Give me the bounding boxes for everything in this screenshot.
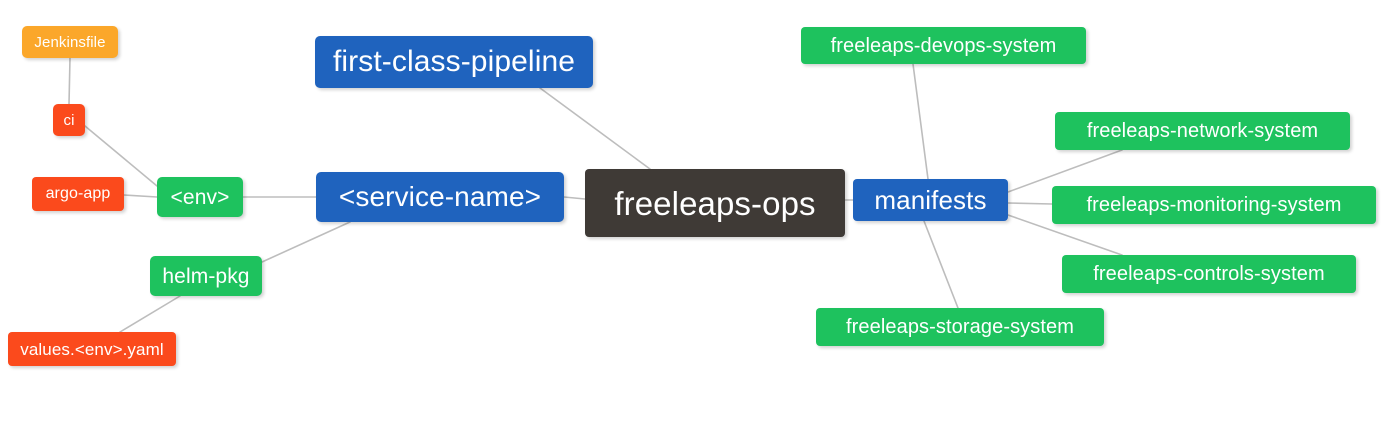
mindmap-node-label: helm-pkg	[162, 264, 250, 288]
mindmap-node-label: freeleaps-controls-system	[1093, 263, 1325, 285]
mindmap-node-label: freeleaps-ops	[614, 184, 816, 222]
mindmap-node-helm-pkg[interactable]: helm-pkg	[150, 256, 262, 296]
mindmap-node-freeleaps-storage-system[interactable]: freeleaps-storage-system	[816, 308, 1104, 346]
mindmap-node-values-yaml[interactable]: values.<env>.yaml	[8, 332, 176, 366]
edge-firstclass-ops	[539, 87, 651, 170]
edge-jenkinsfile-ci	[68, 57, 71, 105]
mindmap-node-manifests[interactable]: manifests	[853, 179, 1008, 221]
mindmap-node-label: <env>	[170, 185, 230, 209]
edge-helmpkg-servicename	[261, 221, 351, 263]
mindmap-node-env[interactable]: <env>	[157, 177, 243, 217]
edge-argoapp-env	[123, 194, 158, 198]
mindmap-node-ci[interactable]: ci	[53, 104, 85, 136]
mindmap-node-label: freeleaps-devops-system	[830, 34, 1057, 57]
mindmap-node-label: freeleaps-storage-system	[845, 316, 1075, 338]
mindmap-node-freeleaps-controls-system[interactable]: freeleaps-controls-system	[1062, 255, 1356, 293]
mindmap-node-label: ci	[63, 111, 75, 129]
edge-servicename-ops	[563, 196, 586, 200]
mindmap-node-jenkinsfile[interactable]: Jenkinsfile	[22, 26, 118, 58]
mindmap-node-label: first-class-pipeline	[332, 45, 576, 78]
mindmap-node-label: <service-name>	[338, 181, 542, 212]
edge-manifests-devops	[912, 63, 929, 180]
mindmap-node-label: freeleaps-network-system	[1086, 120, 1319, 142]
mindmap-node-freeleaps-monitoring-system[interactable]: freeleaps-monitoring-system	[1052, 186, 1376, 224]
mindmap-node-argo-app[interactable]: argo-app	[32, 177, 124, 211]
mindmap-node-label: freeleaps-monitoring-system	[1086, 194, 1342, 216]
mindmap-node-label: values.<env>.yaml	[20, 339, 164, 359]
mindmap-node-label: argo-app	[45, 185, 111, 202]
mindmap-node-freeleaps-devops-system[interactable]: freeleaps-devops-system	[801, 27, 1086, 64]
mindmap-node-label: Jenkinsfile	[34, 33, 106, 51]
edge-values-helmpkg	[119, 295, 181, 333]
mindmap-node-freeleaps-ops[interactable]: freeleaps-ops	[585, 169, 845, 237]
edge-manifests-monitoring	[1007, 202, 1053, 205]
mindmap-node-freeleaps-network-system[interactable]: freeleaps-network-system	[1055, 112, 1350, 150]
mindmap-node-label: manifests	[874, 185, 987, 215]
mindmap-node-first-class-pipeline[interactable]: first-class-pipeline	[315, 36, 593, 88]
mindmap-node-service-name[interactable]: <service-name>	[316, 172, 564, 222]
edge-manifests-storage	[923, 220, 959, 309]
